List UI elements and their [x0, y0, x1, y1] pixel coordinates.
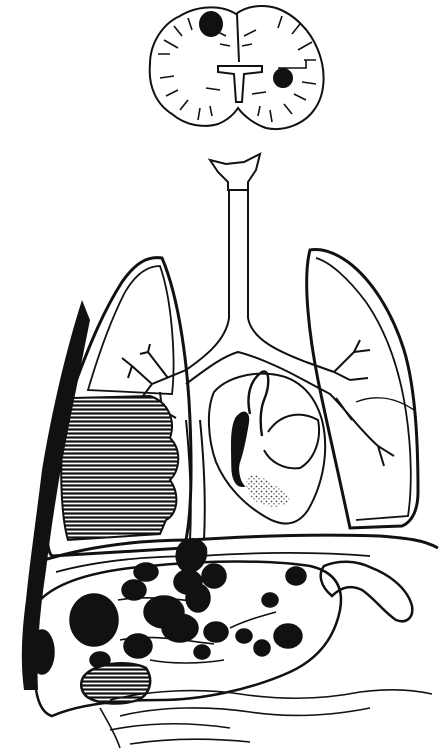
liver-nodule: [236, 629, 252, 643]
liver-metastases: [30, 563, 306, 674]
left-lung-inner: [88, 266, 174, 394]
liver-nodule: [186, 584, 210, 612]
larynx: [210, 154, 260, 190]
liver-nodule: [30, 630, 54, 674]
liver-nodule: [262, 593, 278, 607]
liver-nodule: [274, 624, 302, 648]
heart-chamber: [264, 415, 319, 469]
gallbladder-mass: [81, 663, 150, 703]
pleural-effusion: [61, 396, 178, 540]
midline-fissure: [237, 14, 239, 62]
liver-nodule: [254, 640, 270, 656]
right-lung-inner: [316, 258, 411, 520]
stippled-region: [247, 474, 290, 507]
liver-nodule: [134, 563, 158, 581]
lateral-ventricles: [218, 66, 262, 102]
brain-section: [150, 6, 324, 129]
heart: [209, 371, 325, 523]
bowel-loops: [100, 690, 432, 748]
liver-nodule: [194, 645, 210, 659]
liver-nodule: [204, 622, 228, 642]
liver-nodule: [70, 594, 118, 646]
stomach: [321, 562, 413, 622]
brain-lesion-left: [200, 12, 222, 36]
brain-lesion-right: [274, 69, 292, 87]
myocardial-lesion: [232, 412, 249, 486]
diaphragm: [44, 535, 438, 560]
liver-nodule: [122, 580, 146, 600]
liver-nodule: [202, 564, 226, 588]
lesion-marker: [278, 60, 306, 68]
liver: [30, 562, 341, 717]
aortic-arch: [249, 371, 269, 436]
liver-nodule: [286, 567, 306, 585]
